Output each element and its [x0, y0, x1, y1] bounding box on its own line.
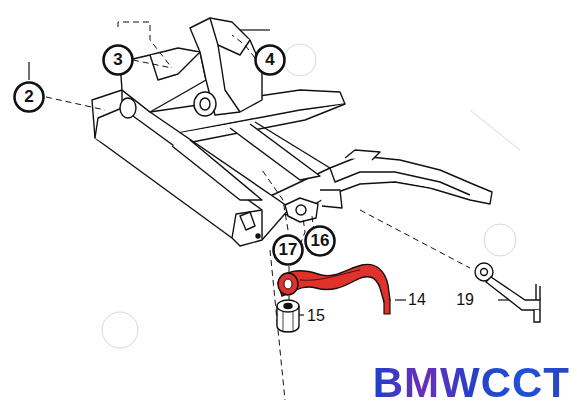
callout-circle: 2: [13, 81, 45, 113]
control-arm-14: [278, 264, 390, 314]
subframe: [92, 18, 492, 246]
control-arm-19: [475, 263, 540, 322]
callout-circle: 4: [254, 44, 286, 76]
callout-number: 17: [279, 240, 298, 260]
circle-shape: [15, 83, 44, 112]
circle-shape: [104, 46, 133, 75]
callout-number: 2: [24, 87, 33, 107]
watermark: BMWCCT: [373, 362, 570, 404]
leader-ticks: [29, 30, 512, 315]
part-number: 15: [307, 308, 325, 324]
callout-number: 4: [265, 50, 274, 70]
leader-lines: [46, 22, 470, 400]
callout-circle: 3: [102, 44, 134, 76]
callout-circle: 16: [304, 225, 336, 257]
part-number: 19: [456, 292, 474, 308]
callout-number: 16: [311, 231, 330, 251]
callout-circle: 17: [272, 234, 304, 266]
callout-number: 3: [113, 50, 122, 70]
bushing-15: [277, 300, 299, 332]
circle-shape: [274, 236, 303, 265]
faint-background: [102, 44, 520, 348]
circle-shape: [306, 227, 335, 256]
part-number: 14: [408, 292, 426, 308]
circle-shape: [256, 46, 285, 75]
